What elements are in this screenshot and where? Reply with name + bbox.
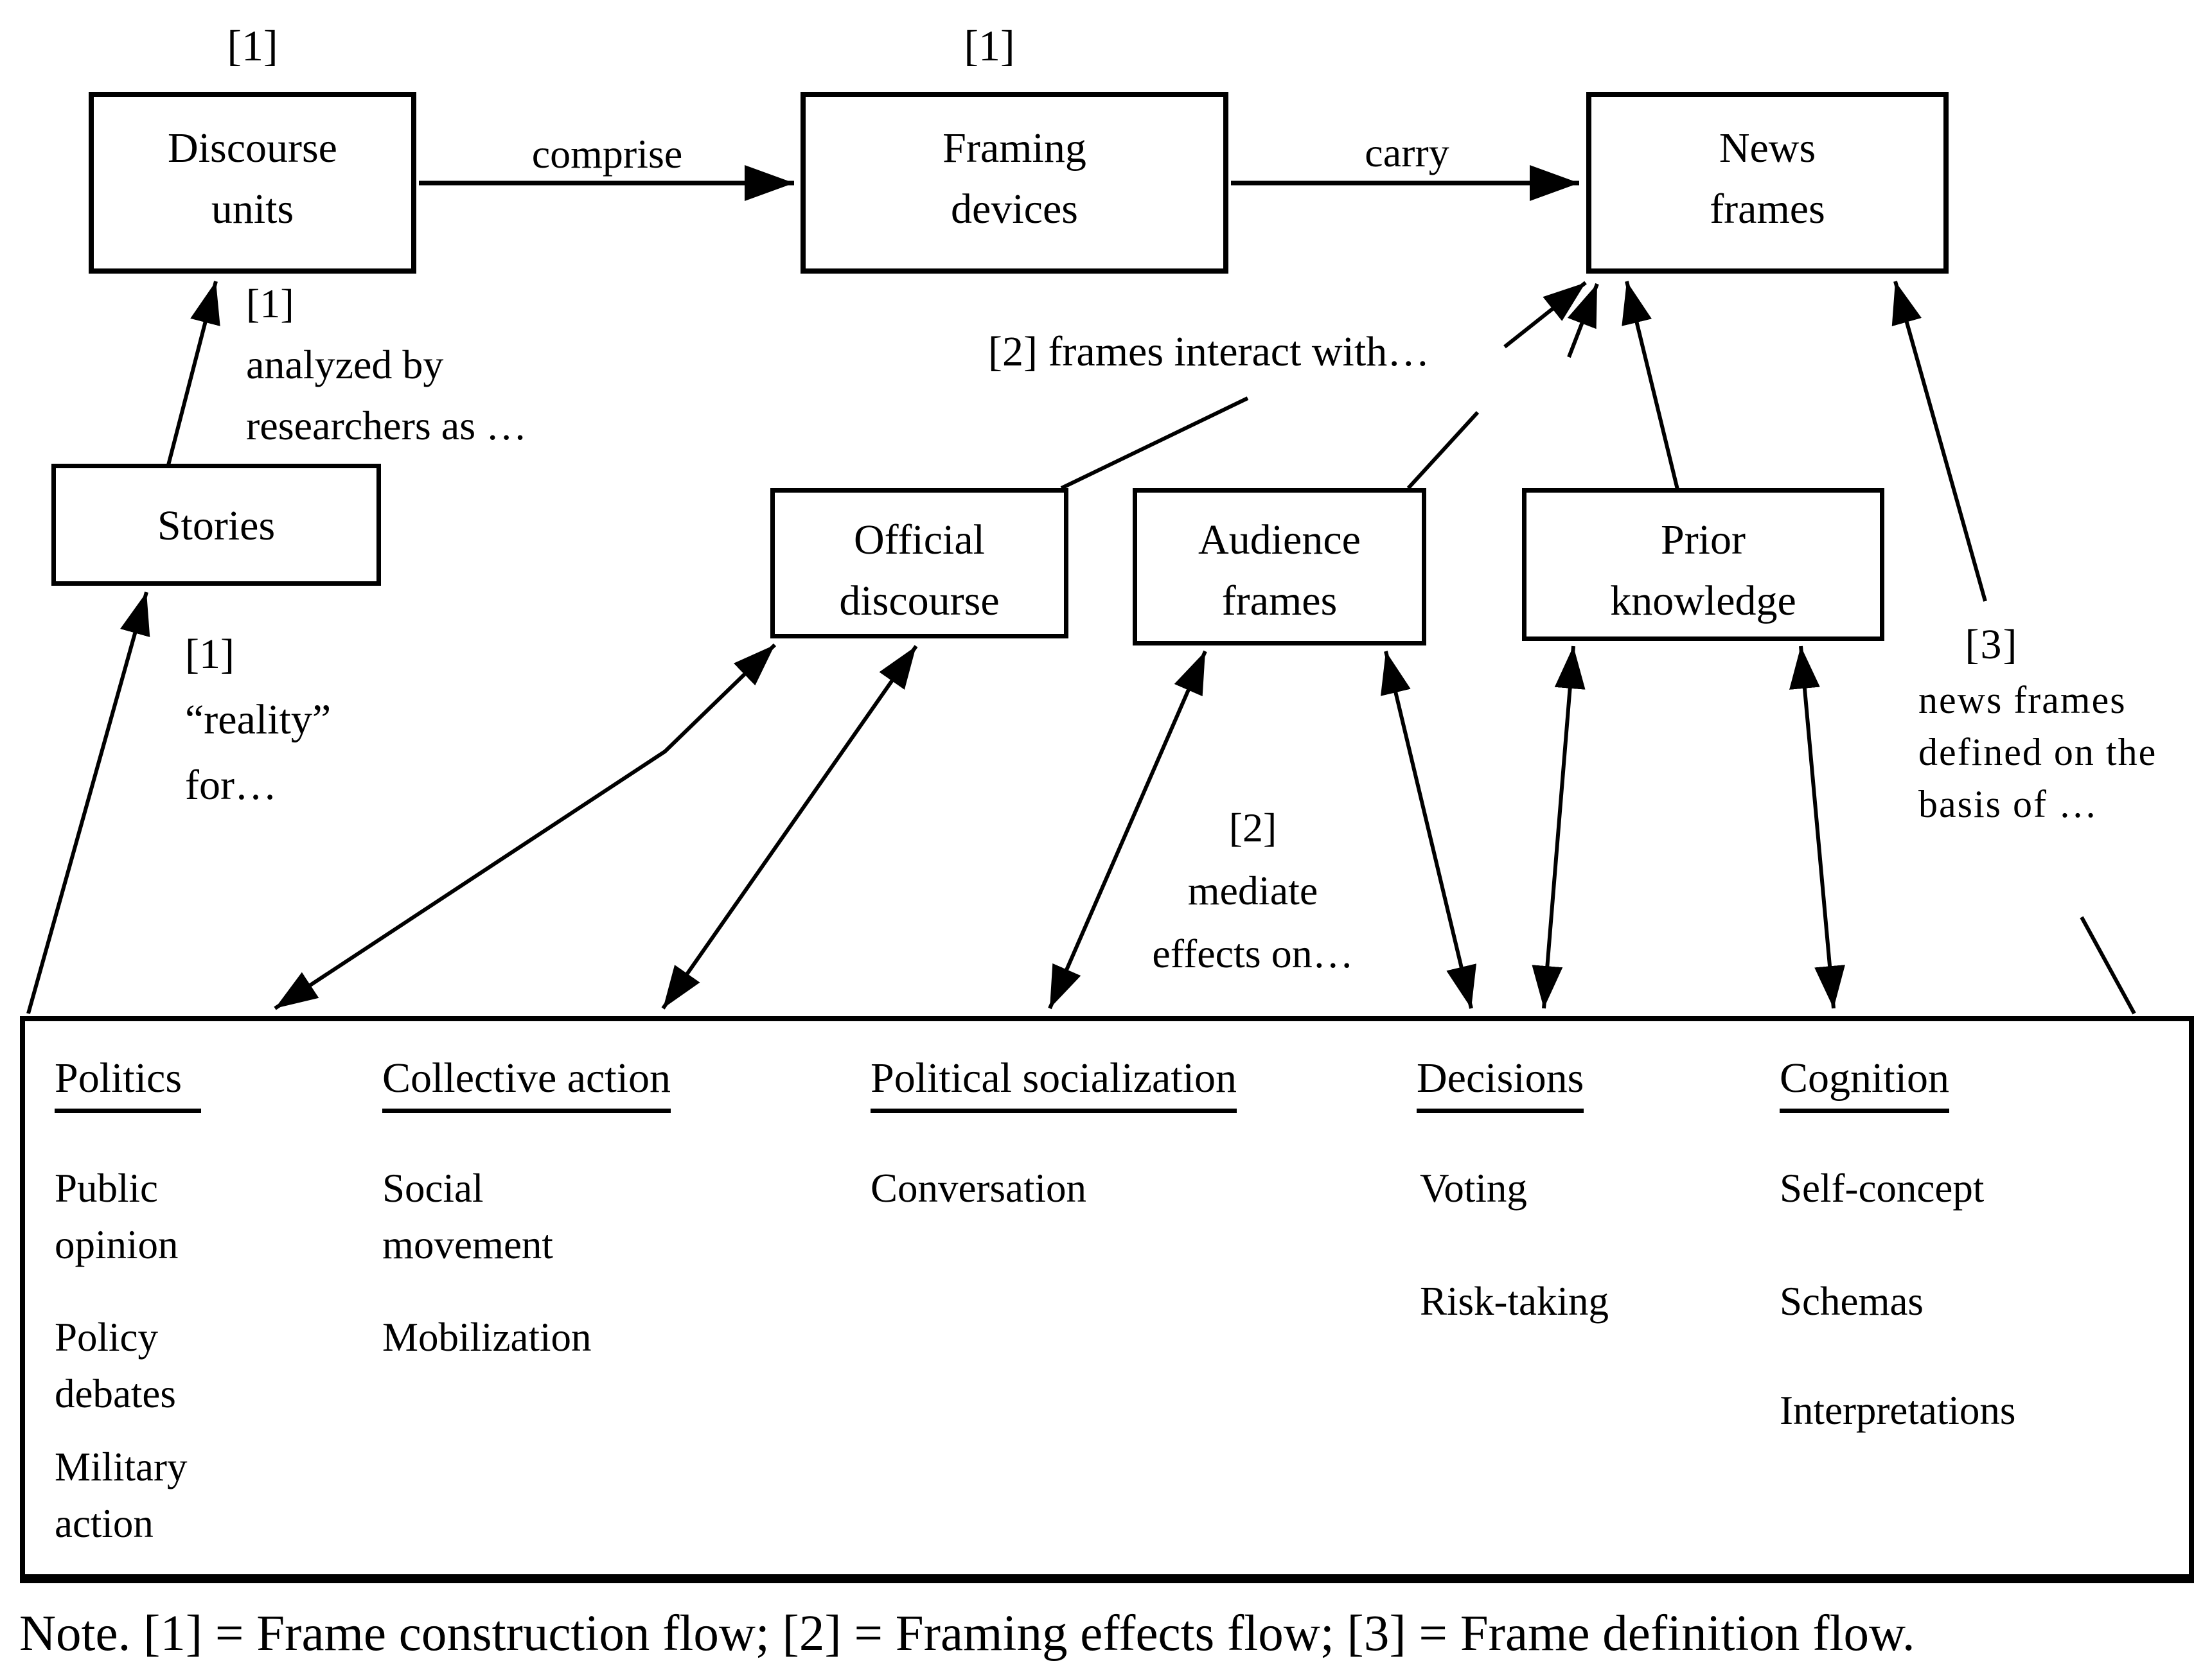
stories-box: Stories — [51, 464, 381, 586]
news-frames-box: News frames — [1586, 92, 1949, 274]
arrow-outcomes-to-stories — [26, 592, 150, 1014]
outcome-item-policy-debates: Policy debates — [55, 1315, 176, 1416]
arrow-decisions-prior-knowledge — [1532, 645, 1586, 1009]
arrow-decisions-audience-frames — [1381, 651, 1476, 1009]
flow-marker-1-discourse: [1] — [227, 21, 278, 70]
line-outcomes-to-defined-label — [2080, 916, 2136, 1015]
stories-label: Stories — [157, 502, 276, 549]
line-official-discourse-to-interact-label — [1060, 396, 1249, 490]
outcome-item-interpretations: Interpretations — [1780, 1388, 2016, 1433]
analyzed-by-researchers-label: [1] analyzed by researchers as … — [246, 281, 527, 448]
arrow-prior-knowledge-to-news-frames — [1622, 281, 1680, 493]
outcome-item-public-opinion: Public opinion — [55, 1166, 179, 1267]
column-header-cognition: Cognition — [1780, 1055, 1950, 1113]
audience-frames-box: Audience frames — [1133, 488, 1426, 645]
arrow-collective-action-official-discourse — [661, 645, 918, 1010]
flow-marker-1-framing: [1] — [964, 21, 1015, 70]
discourse-units-box: Discourse units — [89, 92, 416, 274]
framing-devices-box: Framing devices — [801, 92, 1228, 274]
arrow-stories-to-discourse-units — [166, 281, 220, 466]
discourse-units-label: Discourse units — [168, 125, 337, 233]
prior-knowledge-label: Prior knowledge — [1610, 516, 1796, 624]
carry-arrow-label: carry — [1365, 130, 1449, 175]
official-discourse-label: Official discourse — [839, 516, 1000, 624]
official-discourse-box: Official discourse — [770, 488, 1068, 638]
frames-defined-label: news frames defined on the basis of … — [1918, 679, 2157, 825]
frames-defined-marker: [3] — [1965, 621, 2019, 668]
outcome-item-risk-taking: Risk-taking — [1420, 1279, 1609, 1324]
outcome-item-social-movement: Social movement — [382, 1166, 553, 1267]
arrow-cognition-prior-knowledge — [1789, 645, 1845, 1009]
outcome-item-mobilization: Mobilization — [382, 1315, 592, 1360]
arrow-political-socialization-audience-frames — [1048, 650, 1207, 1010]
outcome-item-military-action: Military action — [55, 1444, 188, 1546]
frames-interact-label: [2] frames interact with… — [988, 328, 1430, 375]
arrow-interact-label-to-news-frames-steep — [1567, 283, 1599, 358]
framing-devices-label: Framing devices — [942, 125, 1086, 233]
line-audience-frames-to-interact-label — [1406, 410, 1480, 490]
outcome-item-voting: Voting — [1420, 1166, 1527, 1211]
reality-for-label: [1] “reality” for… — [185, 631, 332, 809]
column-header-politics: Politics — [55, 1055, 202, 1113]
prior-knowledge-box: Prior knowledge — [1522, 488, 1884, 641]
mediate-effects-label: [2] mediate effects on… — [1152, 805, 1354, 976]
outcome-item-conversation: Conversation — [871, 1166, 1086, 1211]
column-header-decisions: Decisions — [1417, 1055, 1584, 1113]
column-header-political-socialization: Political socialization — [871, 1055, 1237, 1113]
arrow-defined-label-to-news-frames — [1891, 281, 1987, 602]
news-frames-label: News frames — [1710, 125, 1825, 233]
column-header-collective-action: Collective action — [382, 1055, 671, 1113]
outcome-item-schemas: Schemas — [1780, 1279, 1924, 1324]
arrow-interact-label-to-news-frames-left — [1503, 281, 1587, 349]
comprise-arrow-label: comprise — [531, 131, 683, 177]
outcome-item-self-concept: Self-concept — [1780, 1166, 1985, 1211]
figure-note: Note. [1] = Frame construction flow; [2]… — [19, 1606, 1915, 1662]
audience-frames-label: Audience frames — [1198, 516, 1361, 624]
